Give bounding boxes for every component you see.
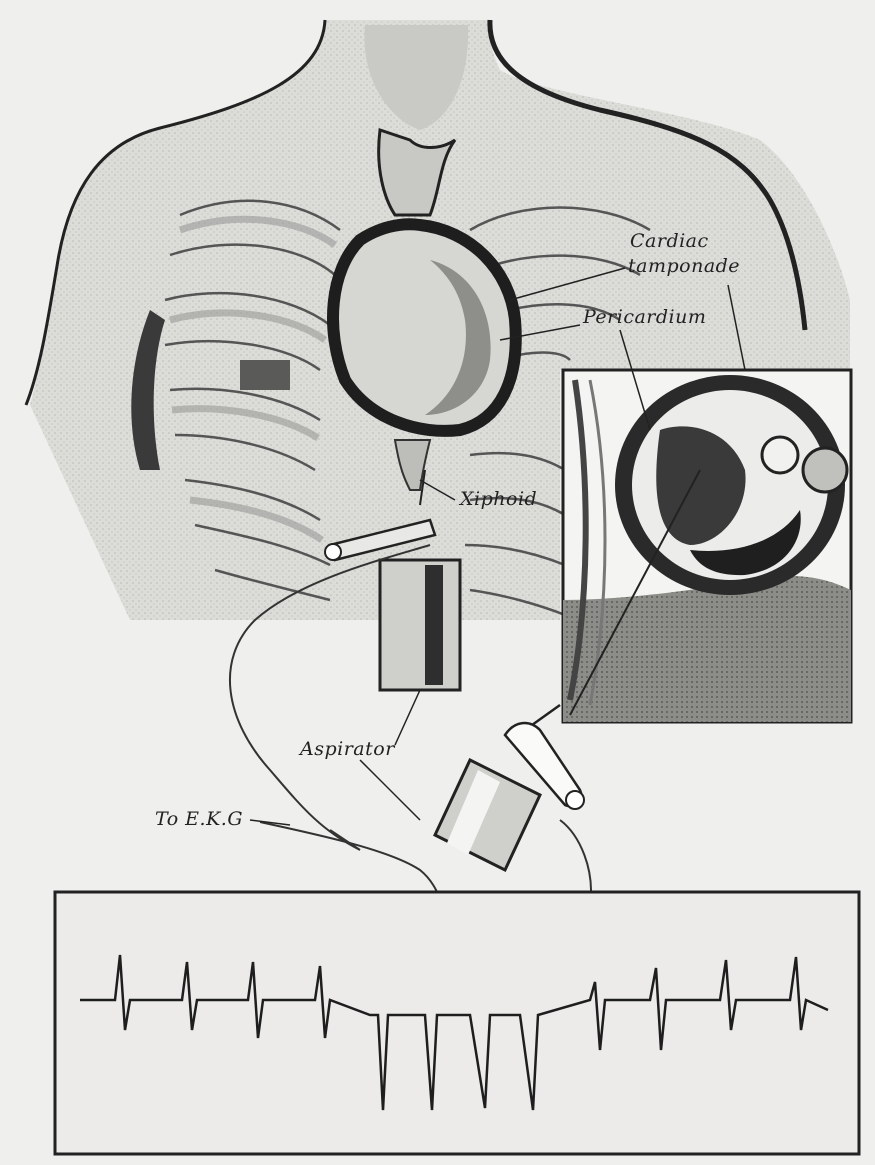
label-pericardium: Pericardium	[583, 308, 706, 327]
sternum-notch	[240, 360, 290, 390]
label-xiphoid: Xiphoid	[460, 490, 537, 509]
label-tamponade: tamponade	[628, 257, 740, 276]
label-aspirator: Aspirator	[300, 740, 395, 759]
syringe-upper-barrel	[380, 560, 460, 690]
ekg-strip-frame	[55, 892, 859, 1154]
label-to-ekg: To E.K.G	[155, 810, 243, 829]
label-cardiac: Cardiac	[630, 232, 709, 251]
pericardium-inset	[563, 370, 851, 722]
